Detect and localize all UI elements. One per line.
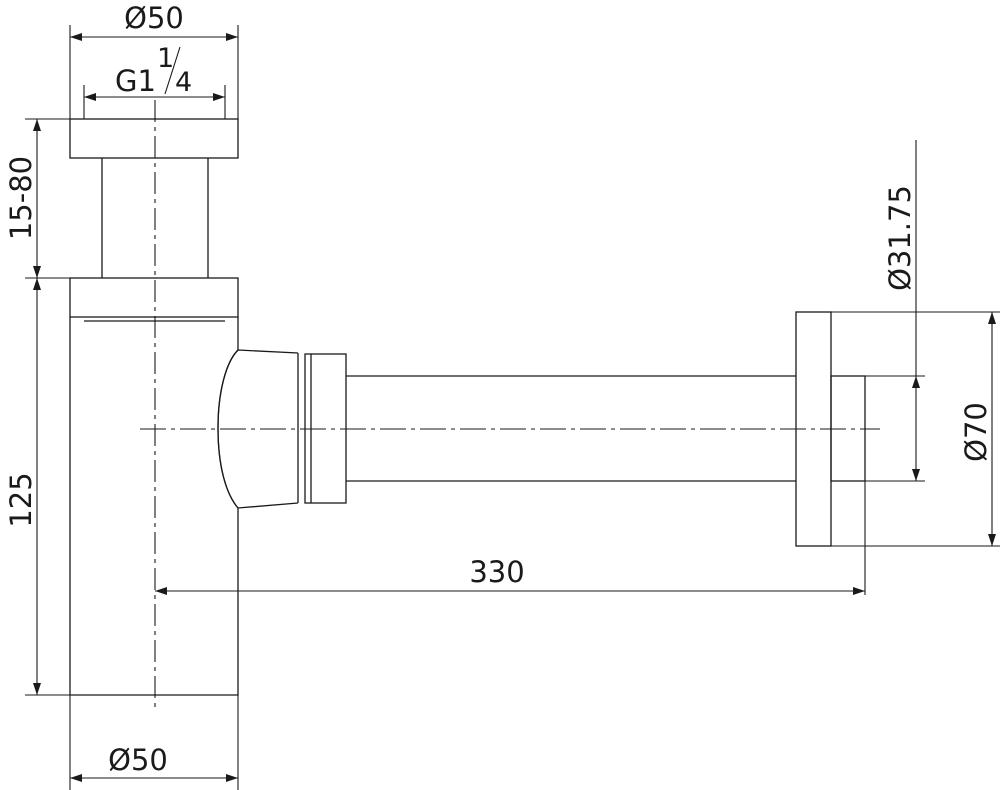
elbow-inner-curve — [217, 349, 239, 509]
label-outlet-length: 330 — [469, 555, 524, 589]
label-thread: G1 — [115, 64, 156, 98]
thread-frac-slash — [164, 46, 181, 95]
lower-nut — [69, 277, 239, 318]
label-top-diameter: Ø50 — [124, 1, 184, 35]
centre-lines — [140, 100, 880, 708]
label-flange-diameter: Ø70 — [959, 402, 993, 462]
dimension-lines — [33, 33, 996, 782]
trap-outline — [69, 118, 866, 696]
label-thread-frac-den: 4 — [175, 67, 192, 98]
dimension-labels: Ø50 G1 1 4 15-80 125 Ø50 330 Ø31.75 Ø70 — [4, 1, 993, 777]
top-flange — [69, 118, 239, 159]
label-bottom-diameter: Ø50 — [108, 743, 168, 777]
label-adjust-range: 15-80 — [4, 156, 38, 240]
bottle-body — [69, 317, 239, 696]
extension-lines — [25, 25, 1000, 790]
label-thread-frac-num: 1 — [157, 43, 174, 74]
label-pipe-diameter: Ø31.75 — [883, 185, 917, 291]
label-body-height: 125 — [4, 472, 38, 527]
